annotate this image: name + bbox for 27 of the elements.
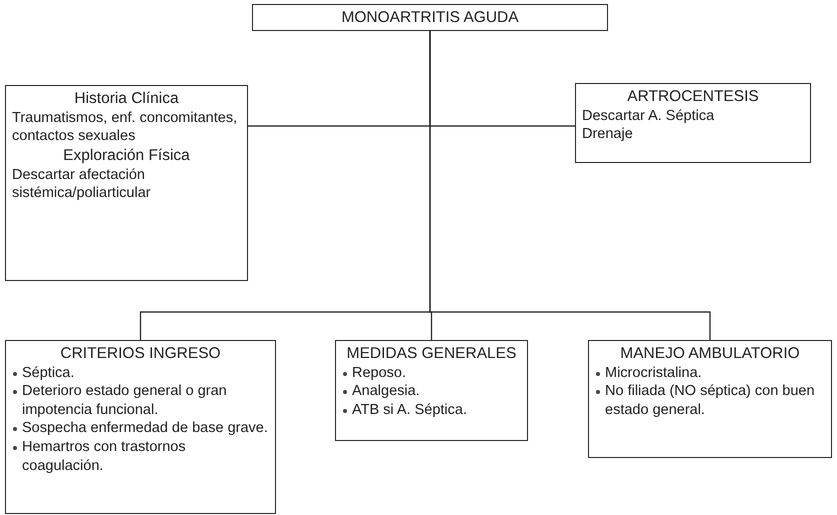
bullet-item: Analgesia.: [352, 383, 420, 400]
body-text: Drenaje: [582, 125, 634, 144]
bullet-item: ATB si A. Séptica.: [352, 402, 467, 418]
heading: Historia Clínica: [73, 89, 180, 109]
bullet-item: Hemartros con trastornos coagulación.: [22, 439, 186, 474]
bullet-item: Séptica.: [22, 364, 74, 381]
heading: MEDIDAS GENERALES: [346, 344, 518, 364]
body-text: Descartar A. Séptica: [582, 106, 716, 126]
heading: Exploración Física: [62, 146, 191, 166]
bullet-item: Sospecha enfermedad de base grave.: [22, 420, 268, 436]
heading: MONOARTRITIS AGUDA: [340, 8, 520, 28]
bullet-item: Deterioro estado general o gran impotencia funcional.: [22, 383, 227, 418]
bullet-item: Reposo.: [352, 364, 406, 381]
heading: CRITERIOS INGRESO: [59, 344, 222, 364]
text-box: [335, 340, 528, 441]
connector-line: [429, 31, 711, 340]
text-box: [5, 340, 276, 514]
body-text: Descartar afectación sistémica/poliarticular: [12, 166, 152, 203]
heading: ARTROCENTESIS: [626, 87, 760, 107]
text-box: [575, 83, 811, 163]
heading: MANEJO AMBULATORIO: [619, 344, 801, 364]
text-box: [252, 4, 608, 31]
bullet-item: Microcristalina.: [605, 364, 702, 381]
body-text: Traumatismos, enf. concomitantes, contactos sexuales: [12, 108, 238, 146]
bullet-item: No filiada (NO séptica) con buen estado general.: [605, 383, 815, 418]
text-box: [5, 85, 248, 281]
text-box: [588, 340, 832, 458]
